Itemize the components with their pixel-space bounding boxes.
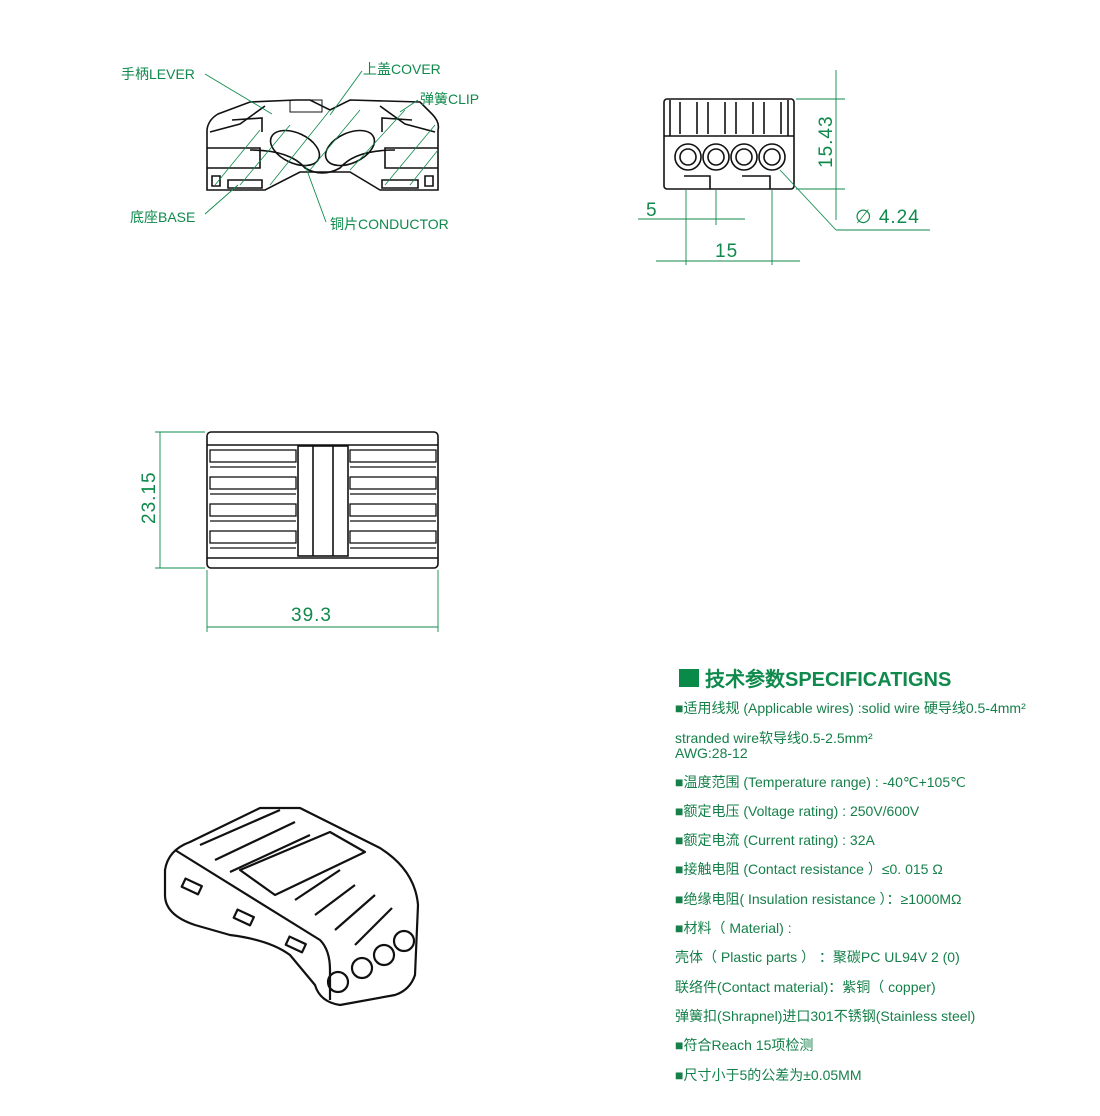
- dim-length: 39.3: [291, 605, 332, 626]
- section-view-drawing: [206, 99, 440, 191]
- spec-line: 联络件(Contact material)：紫铜（ copper): [675, 979, 936, 995]
- dim-width: 15: [715, 241, 739, 262]
- spec-line: ■适用线规 (Applicable wires) :solid wire 硬导线…: [675, 700, 1026, 716]
- dim-depth: 23.15: [139, 471, 160, 524]
- spec-line: ■温度范围 (Temperature range) : -40℃+105℃: [675, 774, 966, 790]
- label-clip: 弹簧CLIP: [420, 91, 480, 107]
- spec-line: stranded wire软导线0.5-2.5mm²: [675, 730, 873, 746]
- section-hatching: [214, 109, 439, 186]
- spec-line: ■尺寸小于5的公差为±0.05MM: [675, 1067, 862, 1083]
- specs-title: 技术参数SPECIFICATIGNS: [679, 663, 951, 692]
- specs-title-text: 技术参数SPECIFICATIGNS: [705, 669, 952, 691]
- spec-line: ■材料（ Material) :: [675, 920, 792, 936]
- dim-hole-diameter: ∅ 4.24: [855, 207, 920, 228]
- spec-line: 壳体（ Plastic parts ） ：聚碳PC UL94V 2 (0): [675, 949, 960, 965]
- label-cover: 上盖COVER: [363, 61, 441, 77]
- dim-pitch: 5: [646, 200, 658, 221]
- spec-line: AWG:28-12: [675, 745, 748, 761]
- title-square-icon: [679, 668, 699, 687]
- label-lever: 手柄LEVER: [121, 66, 195, 82]
- label-conductor: 铜片CONDUCTOR: [330, 216, 449, 232]
- label-base: 底座BASE: [130, 209, 196, 225]
- spec-line: 弹簧扣(Shrapnel)进口301不锈钢(Stainless steel): [675, 1008, 976, 1024]
- spec-line: ■绝缘电阻( Insulation resistance ）：≥1000MΩ: [675, 891, 962, 907]
- spec-line: ■符合Reach 15项检测: [675, 1037, 814, 1053]
- spec-line: ■额定电压 (Voltage rating) : 250V/600V: [675, 803, 920, 819]
- leader-lines: [204, 70, 419, 223]
- top-view-drawing: [206, 431, 439, 569]
- spec-line: ■额定电流 (Current rating) : 32A: [675, 832, 875, 848]
- front-view-drawing: [663, 98, 795, 190]
- isometric-view-drawing: [163, 806, 420, 1007]
- spec-line: ■接触电阻 (Contact resistance ）≤0. 015 Ω: [675, 861, 943, 877]
- top-dimension-lines: [155, 431, 439, 632]
- dim-height: 15.43: [816, 115, 837, 168]
- front-dimension-lines: [638, 70, 930, 265]
